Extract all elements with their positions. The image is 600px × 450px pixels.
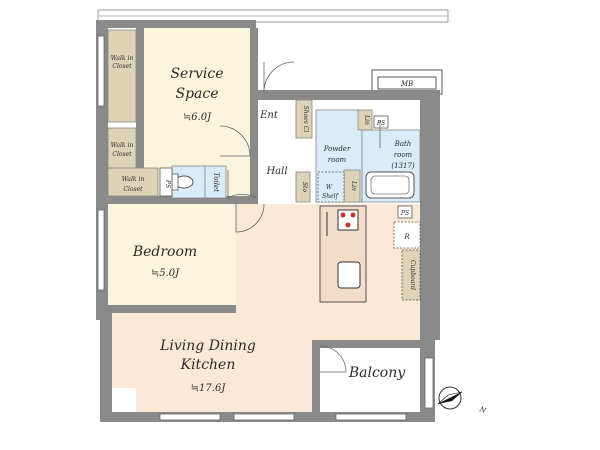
walk-in-closet-mid-label: Walk in Closet (111, 142, 134, 158)
shelf-label: Shelf (322, 193, 339, 200)
mb-label: MB (400, 80, 413, 88)
storage-label: Sto (301, 182, 308, 193)
bedroom-floor (108, 204, 236, 305)
ps-right-box (397, 205, 413, 219)
bedroom-area: ≒5.0J (151, 268, 180, 279)
burner-icon (345, 222, 351, 228)
ps-right-label: PS (400, 210, 409, 217)
refrigerator-box (393, 221, 421, 249)
service-space-label: Service Space ≒6.0J (170, 66, 223, 123)
linen-mid-label: Lin (350, 180, 357, 191)
bedroom-label: Bedroom ≒5.0J (132, 244, 197, 279)
closet-low-line2: Closet (123, 186, 143, 193)
service-space-line1: Service (170, 66, 223, 82)
closet-top-line1: Walk in (111, 55, 134, 62)
linen-top-box (357, 109, 373, 131)
hall-label: Hall (265, 166, 287, 177)
powder-room-line1: Powder (323, 145, 351, 153)
bath-room-label: Bath room (1317) (391, 140, 415, 170)
closet-low-line1: Walk in (122, 176, 145, 183)
service-space-area: ≒6.0J (183, 112, 212, 123)
bath-room-line1: Bath (394, 140, 412, 148)
bedroom-name: Bedroom (132, 244, 197, 260)
burner-icon (340, 212, 346, 218)
door-swings (219, 61, 381, 373)
powder-room-line2: room (328, 156, 347, 164)
closet-mid-line1: Walk in (111, 142, 134, 149)
balcony-label: Balcony (348, 365, 406, 381)
bathtub-inner (370, 175, 410, 195)
shoes-closet (295, 99, 313, 139)
walk-in-closet-low (107, 167, 159, 197)
toilet-label: Toilet (212, 172, 220, 192)
closet-mid-line2: Closet (112, 151, 132, 158)
burner-icon (350, 212, 356, 218)
ldk-area: ≒17.6J (191, 383, 227, 394)
toilet-tank (171, 173, 179, 191)
ldk-line2: Kitchen (180, 357, 236, 373)
mb-inner (377, 76, 437, 90)
windows (97, 35, 434, 421)
ldk-line1: Living Dining (159, 338, 256, 354)
compass-label: N (477, 405, 487, 415)
ps-top-label: PS (376, 120, 385, 127)
linen-top-label: Lin (363, 114, 370, 125)
walk-in-closet-top-label: Walk in Closet (111, 55, 134, 70)
washer-shelf-box (317, 171, 345, 203)
walk-in-closet-low-label: Walk in Closet (122, 176, 145, 193)
ps-toilet-box (159, 167, 173, 197)
ps-toilet-label: PS (164, 179, 171, 188)
sink-icon (337, 261, 361, 289)
storage-box (295, 171, 311, 203)
washer-label: W (326, 184, 333, 191)
cupboard-label: Cupboard (409, 260, 416, 290)
walk-in-closet-top (107, 29, 137, 123)
cupboard-box (401, 249, 421, 301)
ldk-label: Living Dining Kitchen ≒17.6J (159, 338, 256, 394)
refrigerator-label: R (403, 233, 410, 241)
balcony-floor (320, 348, 420, 412)
shoes-closet-label: Shoes Cl (302, 106, 309, 133)
entrance-label: Ent (259, 110, 279, 121)
walk-in-closet-mid (107, 127, 137, 171)
compass-icon (437, 386, 463, 410)
powder-room-label: Powder room (323, 145, 351, 164)
service-space-line2: Space (175, 86, 218, 102)
ps-top-box (373, 115, 389, 129)
bath-room-line2: room (394, 151, 413, 159)
closet-top-line2: Closet (112, 63, 132, 70)
bath-room-size: (1317) (391, 162, 415, 170)
